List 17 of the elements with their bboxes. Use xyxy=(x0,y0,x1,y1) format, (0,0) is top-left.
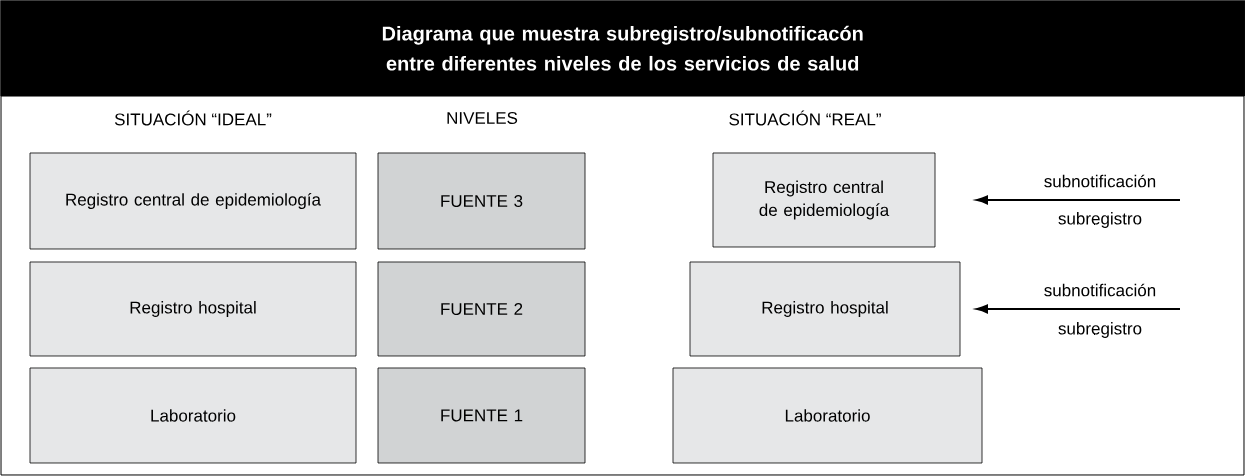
box: FUENTE 3 xyxy=(377,152,586,250)
box: Registro hospital xyxy=(689,261,961,357)
arrow-label: subregistro xyxy=(1058,322,1142,338)
column-header: NIVELES xyxy=(447,111,518,124)
box: Laboratorio xyxy=(29,367,357,464)
box: Registro hospital xyxy=(29,261,357,357)
box: Registro central de epidemiología xyxy=(712,152,936,248)
box: Registro central de epidemiología xyxy=(29,152,357,250)
column-header: SITUACIÓN “REAL” xyxy=(729,110,881,126)
column-header: SITUACIÓN “IDEAL” xyxy=(114,110,272,126)
arrow-label: subnotificación xyxy=(1044,283,1156,297)
box: FUENTE 1 xyxy=(377,367,586,464)
arrow-label: subnotificación xyxy=(1044,174,1156,188)
arrow-label: subregistro xyxy=(1058,212,1142,228)
title-band: Diagrama que muestra subregistro/subnotificacón entre diferentes niveles de los servicios de salud xyxy=(0,0,1245,97)
box: Laboratorio xyxy=(672,367,983,464)
box: FUENTE 2 xyxy=(377,261,586,357)
